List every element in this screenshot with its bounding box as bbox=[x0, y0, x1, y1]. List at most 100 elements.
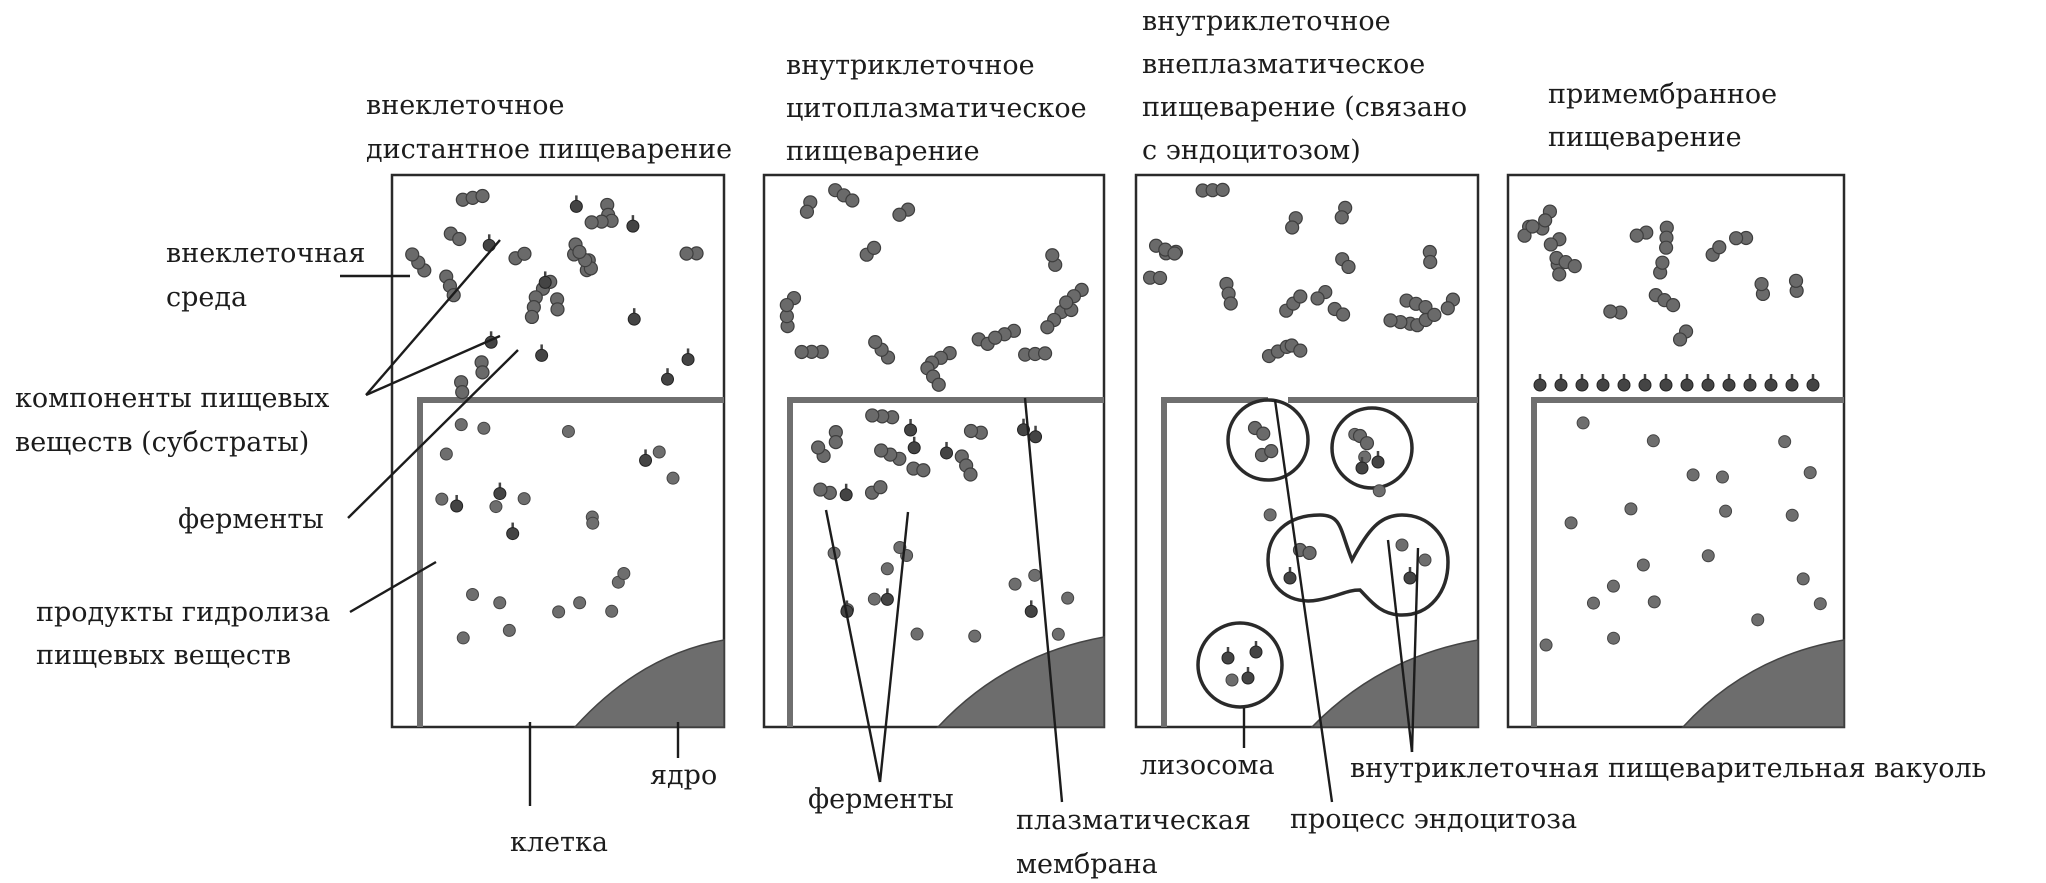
label-hydrolysis-products: продукты гидролиза пищевых веществ bbox=[36, 597, 339, 671]
product-particle bbox=[1586, 596, 1600, 610]
panel-2-cell bbox=[787, 397, 1105, 728]
substrate-particle bbox=[1167, 246, 1182, 261]
substrate-particle bbox=[452, 231, 467, 247]
substrate-particle bbox=[1788, 273, 1804, 288]
product-particle bbox=[435, 492, 449, 506]
product-particle bbox=[910, 627, 924, 641]
panel-title-extracellular: внеклеточное дистантное пищеварение bbox=[366, 90, 732, 165]
substrate-particle bbox=[1659, 240, 1674, 255]
enzyme-particle bbox=[1029, 430, 1043, 444]
label-enzymes-panel2: ферменты bbox=[808, 784, 954, 815]
enzyme-particle bbox=[1764, 378, 1778, 392]
product-particle bbox=[439, 447, 453, 461]
enzyme-particle bbox=[681, 352, 695, 366]
panel-title-intracellular-extraplasmatic: внутриклеточное внеплазматическое пищева… bbox=[1142, 6, 1476, 166]
substrate-particle bbox=[1310, 291, 1325, 306]
substrate-particle bbox=[892, 207, 907, 222]
enzyme-particle bbox=[1785, 378, 1799, 392]
enzyme-particle bbox=[1554, 378, 1568, 392]
product-particle bbox=[1701, 549, 1715, 563]
product-particle bbox=[1418, 553, 1432, 567]
enzyme-particle bbox=[839, 488, 853, 502]
enzyme-particle bbox=[626, 219, 640, 233]
leader-membrane bbox=[1023, 397, 1064, 803]
substrate-particle bbox=[865, 408, 880, 423]
panel-title-membrane: примембранное пищеварение bbox=[1548, 79, 1786, 153]
enzyme-particle bbox=[450, 499, 464, 513]
substrate-particle bbox=[1603, 304, 1618, 319]
substrate-particle bbox=[1223, 296, 1238, 311]
substrate-particle bbox=[866, 240, 882, 255]
substrate-particle bbox=[1359, 436, 1375, 451]
enzyme-particle bbox=[506, 527, 520, 541]
substrate-particle bbox=[988, 330, 1003, 345]
enzyme-particle bbox=[1024, 604, 1038, 618]
substrate-particle bbox=[679, 246, 694, 261]
substrate-particle bbox=[1264, 444, 1279, 459]
lysosome bbox=[1196, 621, 1284, 709]
product-particle bbox=[477, 421, 491, 435]
enzyme-particle bbox=[538, 275, 552, 289]
substrate-particle bbox=[1517, 228, 1532, 243]
leader-vacuole-2 bbox=[1410, 547, 1420, 753]
product-particle bbox=[1061, 591, 1075, 605]
substrate-particle bbox=[811, 440, 826, 455]
nucleus-1 bbox=[573, 639, 725, 728]
product-particle bbox=[493, 596, 507, 610]
product-particle bbox=[1785, 508, 1799, 522]
plasma-membrane-2 bbox=[787, 397, 1104, 727]
product-particle bbox=[489, 500, 503, 514]
enzyme-particle bbox=[1403, 571, 1417, 585]
substrate-particle bbox=[550, 302, 565, 317]
substrate-particle bbox=[1335, 307, 1351, 322]
product-particle bbox=[1539, 638, 1553, 652]
particles-layer bbox=[405, 182, 1827, 687]
product-particle bbox=[1008, 577, 1022, 591]
substrate-particle bbox=[1040, 320, 1055, 335]
substrate-particle bbox=[1215, 182, 1230, 197]
substrate-particle bbox=[1285, 220, 1300, 235]
substrate-particle bbox=[779, 297, 794, 313]
substrate-particle bbox=[868, 335, 883, 350]
product-particle bbox=[1751, 613, 1765, 627]
label-digestive-vacuole: внутриклеточная пищеварительная вакуоль bbox=[1350, 753, 1986, 784]
product-particle bbox=[1803, 466, 1817, 480]
product-particle bbox=[1796, 572, 1810, 586]
substrate-particle bbox=[1655, 255, 1670, 270]
enzyme-particle bbox=[1575, 378, 1589, 392]
leader-enzymes-2a bbox=[824, 509, 882, 783]
substrate-particle bbox=[1552, 267, 1567, 282]
product-particle bbox=[652, 445, 666, 459]
leader-substrate-2 bbox=[365, 334, 501, 397]
substrate-particle bbox=[931, 377, 946, 392]
substrate-particle bbox=[1538, 213, 1553, 228]
substrate-particle bbox=[1728, 231, 1744, 246]
leader-vacuole-1 bbox=[1386, 539, 1414, 753]
product-particle bbox=[1028, 568, 1042, 582]
enzyme-particle bbox=[535, 348, 549, 362]
product-particle bbox=[586, 516, 600, 530]
leader-products bbox=[349, 560, 437, 614]
substrate-particle bbox=[1383, 313, 1398, 328]
substrate-particle bbox=[517, 246, 532, 261]
product-particle bbox=[1358, 450, 1372, 464]
enzyme-particle bbox=[1241, 671, 1255, 685]
substrate-particle bbox=[405, 247, 420, 262]
enzyme-particle bbox=[1806, 378, 1820, 392]
enzyme-particle bbox=[1701, 378, 1715, 392]
label-extracellular-medium: внеклеточная среда bbox=[166, 238, 374, 313]
label-food-components: компоненты пищевых веществ (субстраты) bbox=[15, 383, 338, 458]
label-enzymes-left: ферменты bbox=[178, 504, 324, 535]
substrate-particle bbox=[963, 423, 979, 439]
product-particle bbox=[454, 418, 468, 432]
substrate-particle bbox=[1427, 307, 1442, 322]
product-particle bbox=[561, 424, 575, 438]
product-particle bbox=[1607, 631, 1621, 645]
substrate-particle bbox=[828, 435, 843, 450]
leader-endocytosis bbox=[1273, 399, 1334, 803]
substrate-particle bbox=[874, 443, 889, 458]
substrate-particle bbox=[1567, 259, 1582, 274]
product-particle bbox=[1372, 484, 1386, 498]
enzyme-particle bbox=[1596, 378, 1610, 392]
leader-enzymes-left bbox=[347, 349, 519, 519]
